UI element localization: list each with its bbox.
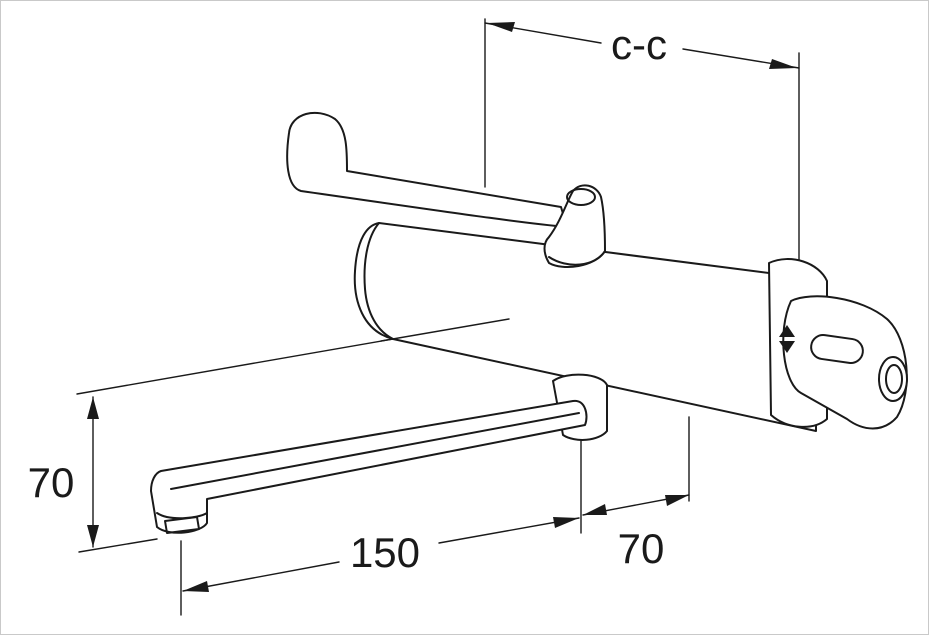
- dimension-spout-length: 150: [180, 440, 582, 616]
- cc-arrow-left: [487, 22, 515, 32]
- height-arrow-bottom: [87, 525, 99, 547]
- spout-arm: [150, 399, 588, 534]
- thermostat-knob: [768, 258, 908, 430]
- knob-cap-inner: [885, 364, 903, 394]
- cc-arrow-right: [769, 59, 797, 69]
- lever-hub-base: [548, 250, 606, 266]
- height-label: 70: [28, 459, 75, 506]
- height-arrow-top: [87, 397, 99, 419]
- lever-hub-top: [566, 188, 596, 206]
- cc-label: c-c: [611, 21, 667, 68]
- spout-length-label: 150: [350, 529, 420, 576]
- height-extension-bottom: [78, 538, 158, 553]
- cylinder-end-edge: [363, 222, 394, 340]
- spout: [150, 373, 608, 534]
- spout-aerator: [164, 516, 200, 534]
- spout-arrow-right: [553, 517, 579, 528]
- dimension-wall-offset: 70: [582, 416, 690, 572]
- offset-arrow-left: [583, 504, 607, 515]
- dimension-cc: c-c: [484, 18, 800, 262]
- offset-label: 70: [618, 525, 665, 572]
- knob-down-arrow-icon: [779, 341, 795, 353]
- mixer-body: [353, 222, 817, 432]
- lever-arm: [286, 111, 568, 228]
- knob-up-arrow-icon: [779, 325, 795, 337]
- lever-handle: [286, 111, 606, 268]
- spout-arrow-left: [183, 581, 209, 592]
- spout-arm-edge: [170, 412, 580, 490]
- lever-hub: [543, 184, 606, 268]
- knob-slot: [810, 334, 864, 364]
- height-extension-top-2: [380, 318, 510, 342]
- height-extension-top: [76, 338, 394, 395]
- dimension-height: 70: [28, 318, 510, 553]
- spout-dimension-line-left: [182, 561, 340, 592]
- offset-arrow-right: [665, 495, 689, 506]
